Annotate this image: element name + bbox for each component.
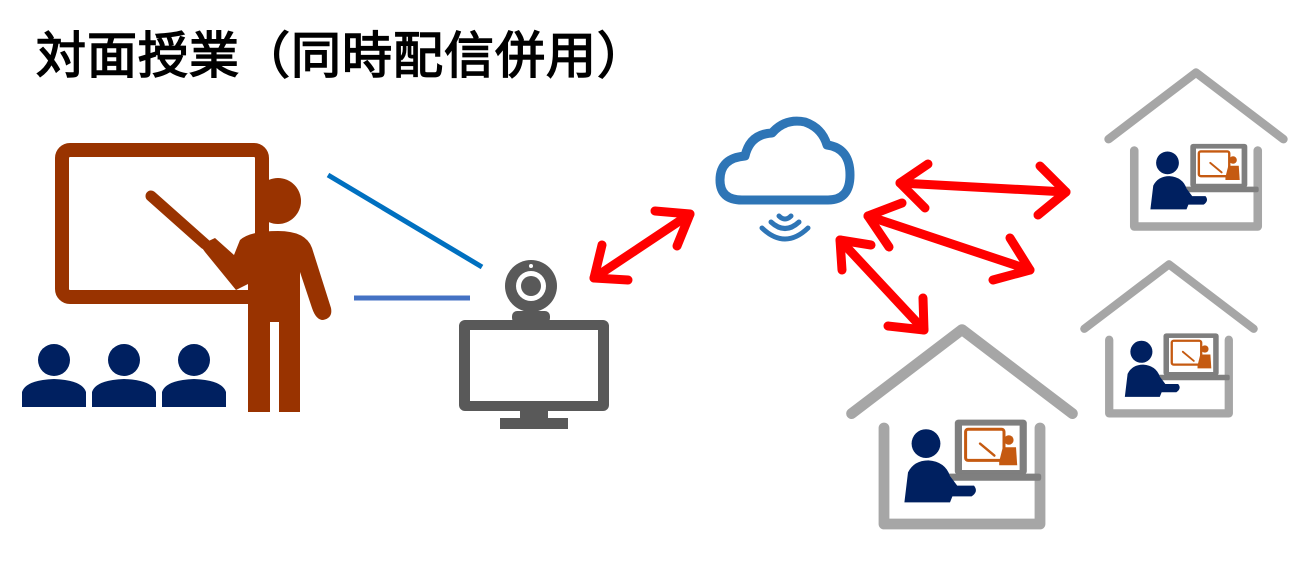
- double-arrow-cloud-home2: [863, 198, 1035, 285]
- webcam-monitor-icon: [459, 260, 609, 429]
- students-icon: [22, 344, 226, 407]
- student-icon: [92, 344, 156, 407]
- home-remote-learner-icon: [1109, 73, 1284, 227]
- teacher-at-whiteboard-icon: [55, 143, 332, 412]
- student-icon: [162, 344, 226, 407]
- home-remote-learner-icon: [1084, 264, 1253, 413]
- connector-line: [326, 172, 484, 270]
- home-remote-learner-icon: [852, 330, 1073, 524]
- double-arrow-cloud-home1: [895, 159, 1071, 220]
- student-icon: [22, 344, 86, 407]
- page-title: 対面授業（同時配信併用）: [36, 27, 648, 85]
- cloud-wireless-icon: [715, 116, 855, 242]
- double-arrow-pc-cloud: [589, 206, 695, 285]
- double-arrow-cloud-home3: [835, 235, 929, 335]
